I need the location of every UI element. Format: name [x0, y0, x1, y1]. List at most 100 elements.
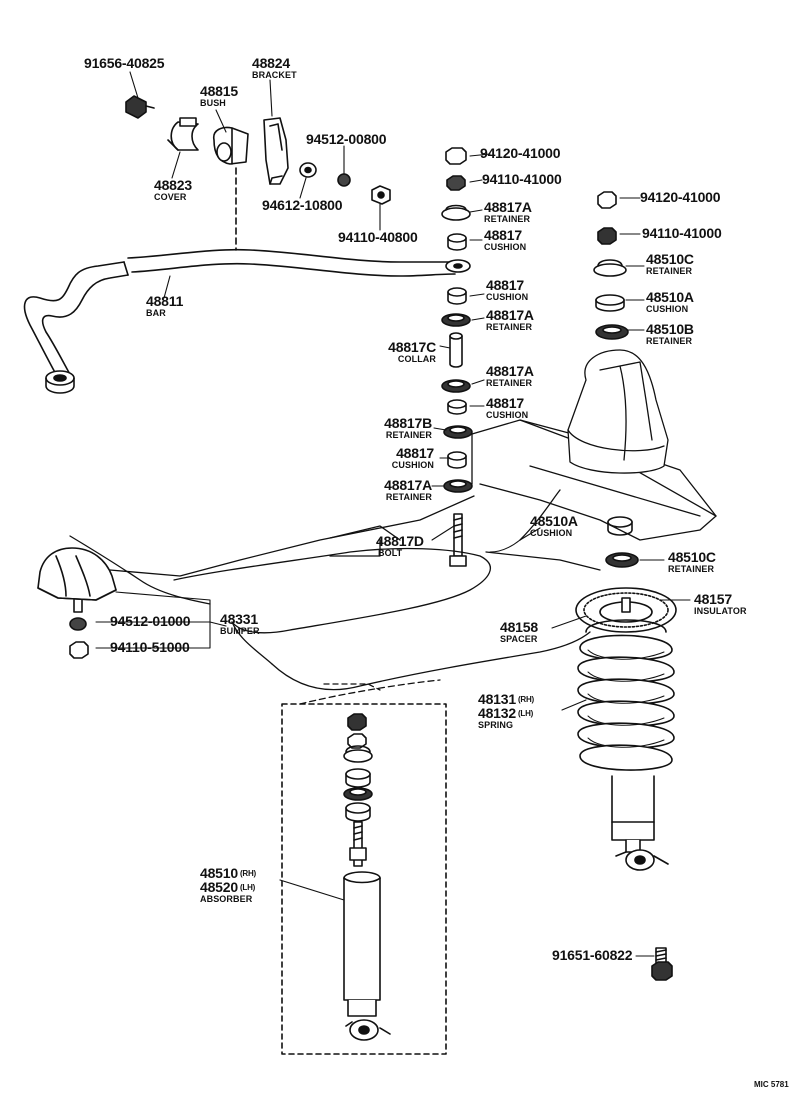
part-name: SPACER	[500, 634, 538, 644]
side-tag: (LH)	[239, 883, 256, 892]
part-name: CUSHION	[486, 410, 529, 420]
part-number: 48817A	[486, 307, 534, 323]
side-tag: (LH)	[517, 709, 534, 718]
part-name: CUSHION	[646, 304, 689, 314]
absorber-rh: 48510(RH)	[200, 866, 256, 880]
cover-48823-icon	[167, 117, 199, 151]
part-name: COLLAR	[397, 354, 436, 364]
nut-94110-40800-icon	[371, 185, 391, 205]
part-number: 91656-40825	[84, 55, 165, 71]
part-number: 94110-40800	[338, 229, 418, 245]
part-number: 94120-41000	[640, 189, 721, 205]
bolt-91656-icon	[125, 95, 155, 119]
part-number: 48510A	[646, 289, 694, 305]
part-number: 91651-60822	[552, 947, 633, 963]
part-name: SPRING	[478, 720, 514, 730]
part-number: 48817	[396, 445, 434, 461]
part-number: 48157	[694, 591, 732, 607]
label-91651-60822: 91651-60822	[552, 947, 633, 963]
bracket-48824-icon	[263, 117, 289, 185]
label-94512-01000: 94512-01000	[110, 613, 191, 629]
washer-94612-icon	[299, 162, 317, 178]
label-94120-41000-a: 94120-41000	[480, 145, 561, 161]
part-number: 94110-51000	[110, 639, 190, 655]
part-number: 48520	[200, 879, 238, 895]
part-name: CUSHION	[391, 460, 434, 470]
part-name: BRACKET	[252, 70, 297, 80]
part-number: 48815	[200, 83, 238, 99]
part-number: 48817	[484, 227, 522, 243]
part-number: 48510C	[668, 549, 716, 565]
center-stack	[441, 147, 473, 567]
leader-lines	[95, 71, 691, 957]
bush-48815-icon	[212, 126, 249, 165]
part-number: 94110-41000	[482, 171, 562, 187]
part-name: COVER	[154, 192, 187, 202]
part-number: 48817C	[388, 339, 436, 355]
diagram-code: MIC 5781	[754, 1080, 789, 1089]
label-48131-48132: 48131(RH) 48132(LH) SPRING	[478, 692, 534, 730]
part-number: 48817	[486, 277, 524, 293]
part-name: INSULATOR	[694, 606, 747, 616]
bumper-48331-icon	[37, 547, 117, 659]
part-number: 48817D	[376, 533, 424, 549]
label-94120-41000-b: 94120-41000	[640, 189, 721, 205]
part-name: RETAINER	[486, 322, 533, 332]
part-number: 48823	[154, 177, 192, 193]
part-name: BOLT	[378, 548, 403, 558]
part-name: RETAINER	[385, 430, 432, 440]
spring-rh: 48131(RH)	[478, 692, 534, 706]
stabilizer-bar	[23, 248, 471, 394]
label-94612-10800: 94612-10800	[262, 198, 343, 212]
part-number: 48510A	[530, 513, 578, 529]
part-number: 48510B	[646, 321, 694, 337]
part-name: BAR	[146, 308, 166, 318]
part-number: 48131	[478, 691, 516, 707]
part-number: 48817A	[484, 199, 532, 215]
lock-washer-94512-icon	[337, 173, 351, 187]
part-name: CUSHION	[484, 242, 527, 252]
part-name: CUSHION	[486, 292, 529, 302]
label-94512-00800: 94512-00800	[306, 132, 387, 146]
part-number: 94512-01000	[110, 613, 191, 629]
part-number: 94120-41000	[480, 145, 561, 161]
side-tag: (RH)	[239, 869, 257, 878]
part-number: 48817B	[384, 415, 432, 431]
part-number: 48132	[478, 705, 516, 721]
part-number: 48510C	[646, 251, 694, 267]
label-94110-51000: 94110-51000	[110, 640, 190, 654]
part-number: 48817A	[486, 363, 534, 379]
part-number: 48817A	[384, 477, 432, 493]
part-name: RETAINER	[646, 336, 693, 346]
part-name: RETAINER	[646, 266, 693, 276]
frame-outline	[69, 349, 717, 705]
part-number: 48811	[146, 293, 184, 309]
part-name: BUMPER	[220, 626, 260, 636]
right-stack	[593, 191, 639, 568]
part-number: 48510	[200, 865, 238, 881]
part-name: ABSORBER	[200, 894, 253, 904]
part-number: 94110-41000	[642, 225, 722, 241]
part-number: 48158	[500, 619, 538, 635]
part-name: RETAINER	[486, 378, 533, 388]
absorber-lh: 48520(LH)	[200, 880, 256, 894]
